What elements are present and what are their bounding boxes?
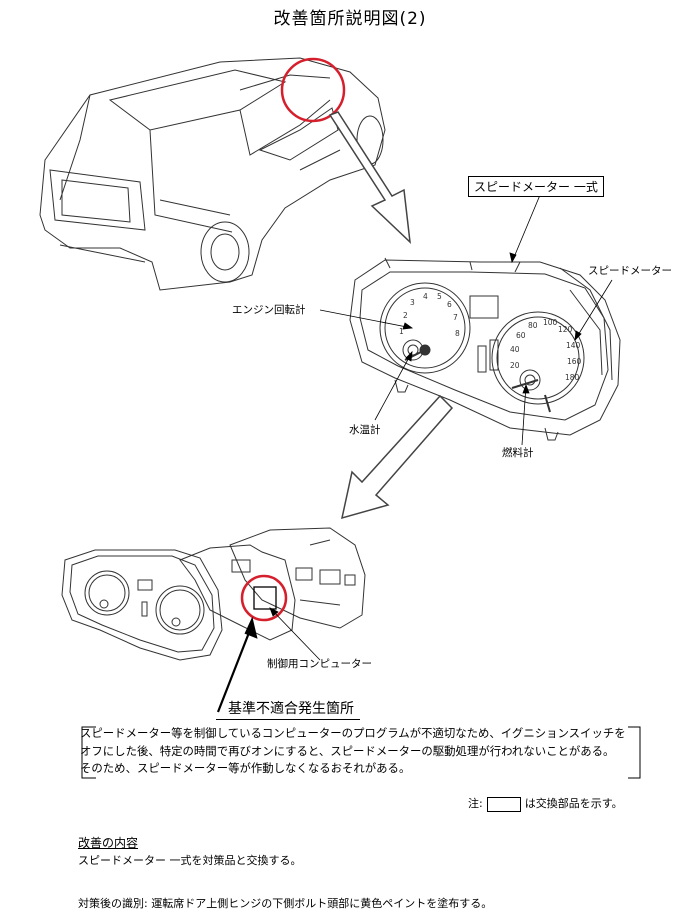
description-line: オフにした後、特定の時間で再びオンにすると、スピードメーターの駆動処理が行われな…: [80, 743, 615, 758]
highlight-circle-computer: [240, 574, 288, 622]
description-line: そのため、スピードメーター等が作動しなくなるおそれがある。: [80, 761, 411, 775]
remedy-heading: 改善の内容: [78, 836, 139, 850]
replacement-part-swatch: [486, 796, 521, 812]
control-computer-label: 制御用コンピューター: [267, 657, 372, 670]
speed-tick-label: 180: [565, 373, 580, 382]
description-bracket: [81, 726, 641, 779]
tach-tick-label: 3: [410, 298, 415, 307]
note-prefix: 注:: [468, 797, 483, 810]
fuel-gauge-label: 燃料計: [502, 446, 534, 459]
arrow-car-to-meter: [328, 111, 411, 244]
tachometer-label: エンジン回転計: [232, 303, 306, 316]
speed-tick-label: 120: [558, 325, 573, 334]
tach-tick-label: 6: [447, 300, 452, 309]
tach-tick-label: 7: [453, 313, 458, 322]
leader-lines: [319, 194, 613, 446]
speed-tick-label: 100: [543, 318, 558, 327]
description-line: スピードメーター等を制御しているコンピューターのプログラムが不適切なため、イグニ…: [80, 726, 626, 740]
computer-part: [253, 586, 277, 610]
tach-tick-label: 4: [423, 292, 428, 301]
speed-tick-label: 40: [510, 345, 520, 354]
description: スピードメーター等を制御しているコンピューターのプログラムが不適切なため、イグニ…: [80, 725, 640, 778]
tach-tick-label: 5: [437, 292, 442, 301]
speed-scale: 20 40 60 80 100 120 140 160 180: [510, 318, 582, 382]
tach-tick-label: 1: [399, 327, 404, 336]
tach-tick-label: 8: [455, 329, 460, 338]
note-suffix: は交換部品を示す。: [524, 797, 623, 810]
meter-cluster-illustration: [349, 257, 621, 441]
speed-tick-label: 80: [528, 321, 538, 330]
nonconformity-label: 基準不適合発生箇所: [216, 698, 360, 720]
identification-text: 対策後の識別: 運転席ドア上側ヒンジの下側ボルト頭部に黄色ペイントを塗布する。: [78, 897, 493, 910]
car-illustration: [39, 57, 386, 291]
speedometer-label: スピードメーター: [588, 265, 672, 277]
speed-tick-label: 60: [516, 331, 526, 340]
speedometer-dial: [491, 311, 585, 413]
tach-scale: 1 2 3 4 5 6 7 8: [399, 292, 460, 338]
speedometer-assembly-label: スピードメーター 一式: [468, 176, 604, 197]
nonconformity-pointer: [216, 616, 258, 713]
arrow-meter-to-computer: [341, 394, 454, 520]
remedy-text: スピードメーター 一式を対策品と交換する。: [78, 854, 302, 867]
tachometer-dial: [379, 282, 471, 374]
speed-tick-label: 160: [567, 357, 582, 366]
exploded-meter-illustration: [61, 527, 366, 661]
highlight-circle-car: [280, 57, 346, 123]
legend-note: 注: は交換部品を示す。: [468, 795, 623, 812]
page-title: 改善箇所説明図(2): [273, 9, 427, 29]
speed-tick-label: 140: [566, 341, 581, 350]
speed-tick-label: 20: [510, 361, 520, 370]
water-temp-label: 水温計: [349, 423, 381, 436]
tach-tick-label: 2: [403, 311, 408, 320]
